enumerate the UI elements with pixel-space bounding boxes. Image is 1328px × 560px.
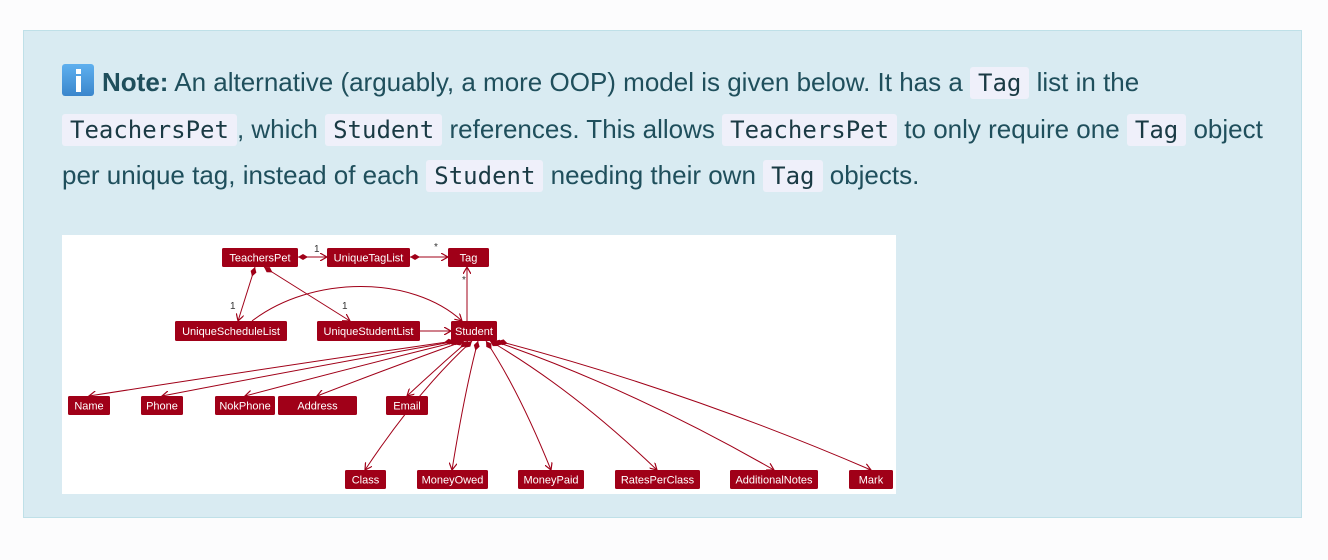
text-segment: , which [236, 113, 326, 144]
association-line [452, 340, 478, 470]
note-box: Note: An alternative (arguably, a more O… [23, 30, 1302, 518]
text-segment: list in the [1029, 67, 1140, 97]
class-box-student: Student [451, 321, 497, 341]
inline-code: Tag [1126, 113, 1187, 146]
inline-code: Tag [970, 67, 1030, 99]
text-segment: object per unique tag, instead of each [62, 113, 1263, 191]
class-name: AdditionalNotes [735, 475, 813, 487]
class-box-moneyowed: MoneyOwed [417, 470, 488, 489]
inline-code: Student [325, 113, 443, 146]
class-box-uniquetaglist: UniqueTagList [327, 248, 410, 267]
multiplicity-label: 1 [342, 301, 348, 312]
class-name: Address [297, 401, 338, 413]
class-box-email: Email [386, 396, 428, 415]
text-segment: needing their own [543, 160, 764, 190]
class-name: TeachersPet [229, 253, 290, 265]
text-segment: An alternative (arguably, a more OOP) mo… [174, 67, 971, 97]
inline-code: TeachersPet [62, 113, 237, 146]
association-line [238, 266, 255, 321]
class-name: Class [352, 475, 380, 487]
association-line [485, 340, 551, 470]
multiplicity-label: * [462, 275, 466, 286]
class-box-uniqueschedulelist: UniqueScheduleList [175, 321, 287, 341]
note-label: Note: [102, 67, 169, 97]
multiplicity-label: 1 [230, 301, 236, 312]
text-segment: objects. [822, 160, 920, 190]
class-name: UniqueStudentList [324, 326, 414, 338]
association-line [489, 340, 657, 470]
class-name: Name [74, 401, 103, 413]
association-line [497, 341, 871, 470]
class-name: Email [393, 401, 421, 413]
class-name: Phone [146, 401, 178, 413]
class-name: Student [455, 326, 493, 338]
class-name: Mark [859, 475, 884, 487]
class-name: Tag [460, 253, 478, 265]
class-box-additionalnotes: AdditionalNotes [730, 470, 818, 489]
multiplicity-label: * [434, 242, 438, 253]
association-line [251, 286, 462, 322]
class-box-phone: Phone [141, 396, 183, 415]
class-box-class: Class [345, 470, 386, 489]
class-box-teacherspet: TeachersPet [222, 248, 298, 267]
class-box-moneypaid: MoneyPaid [518, 470, 584, 489]
inline-code: Student [426, 160, 544, 192]
class-name: RatesPerClass [621, 475, 695, 487]
class-box-uniquestudentlist: UniqueStudentList [317, 321, 420, 341]
association-line [245, 341, 461, 396]
class-box-mark: Mark [849, 470, 893, 489]
text-segment: references. This allows [442, 113, 723, 144]
text-segment: to only require one [897, 113, 1127, 144]
class-name: NokPhone [219, 401, 270, 413]
association-line [317, 341, 465, 396]
association-line [89, 341, 455, 396]
class-box-ratesperclass: RatesPerClass [615, 470, 700, 489]
association-line [493, 341, 774, 470]
class-box-address: Address [278, 396, 357, 415]
class-name: MoneyOwed [422, 475, 484, 487]
class-box-name: Name [68, 396, 110, 415]
class-box-tag: Tag [448, 248, 489, 267]
info-icon [62, 64, 94, 96]
class-name: UniqueScheduleList [182, 326, 280, 338]
class-name: UniqueTagList [334, 253, 404, 265]
note-text: Note: An alternative (arguably, a more O… [62, 60, 1282, 200]
association-line [407, 340, 469, 396]
multiplicity-label: 1 [314, 244, 320, 255]
class-box-nokphone: NokPhone [215, 396, 275, 415]
inline-code: TeachersPet [722, 113, 898, 146]
class-name: MoneyPaid [523, 475, 578, 487]
association-line [162, 341, 458, 396]
inline-code: Tag [763, 160, 823, 192]
